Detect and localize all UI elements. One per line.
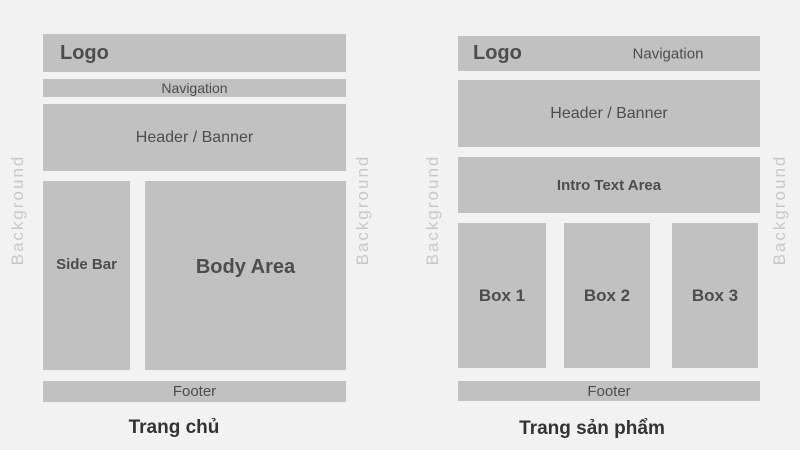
product-footer-block: Footer bbox=[458, 381, 760, 401]
home-page-caption: Trang chủ bbox=[128, 417, 220, 438]
product-page-caption: Trang sản phẩm bbox=[519, 418, 665, 439]
product-box-1: Box 1 bbox=[458, 223, 546, 368]
product-intro-text-block: Intro Text Area bbox=[458, 157, 760, 213]
home-header-banner-block: Header / Banner bbox=[43, 104, 346, 171]
background-label-left-outer: Background bbox=[8, 154, 27, 266]
product-box-3: Box 3 bbox=[672, 223, 758, 368]
product-header-banner-block: Header / Banner bbox=[458, 80, 760, 147]
home-logo-block: Logo bbox=[43, 34, 346, 72]
home-sidebar-block: Side Bar bbox=[43, 181, 130, 370]
home-footer-block: Footer bbox=[43, 381, 346, 402]
background-label-right-outer: Background bbox=[770, 154, 789, 266]
product-logo-label: Logo bbox=[473, 42, 522, 64]
product-logo-navigation-block: Logo Navigation bbox=[458, 36, 760, 71]
background-label-right-inner: Background bbox=[423, 154, 442, 266]
background-label-left-inner: Background bbox=[353, 154, 372, 266]
home-navigation-block: Navigation bbox=[43, 79, 346, 97]
product-box-2: Box 2 bbox=[564, 223, 650, 368]
product-navigation-label: Navigation bbox=[632, 45, 704, 62]
home-body-area-block: Body Area bbox=[145, 181, 346, 370]
